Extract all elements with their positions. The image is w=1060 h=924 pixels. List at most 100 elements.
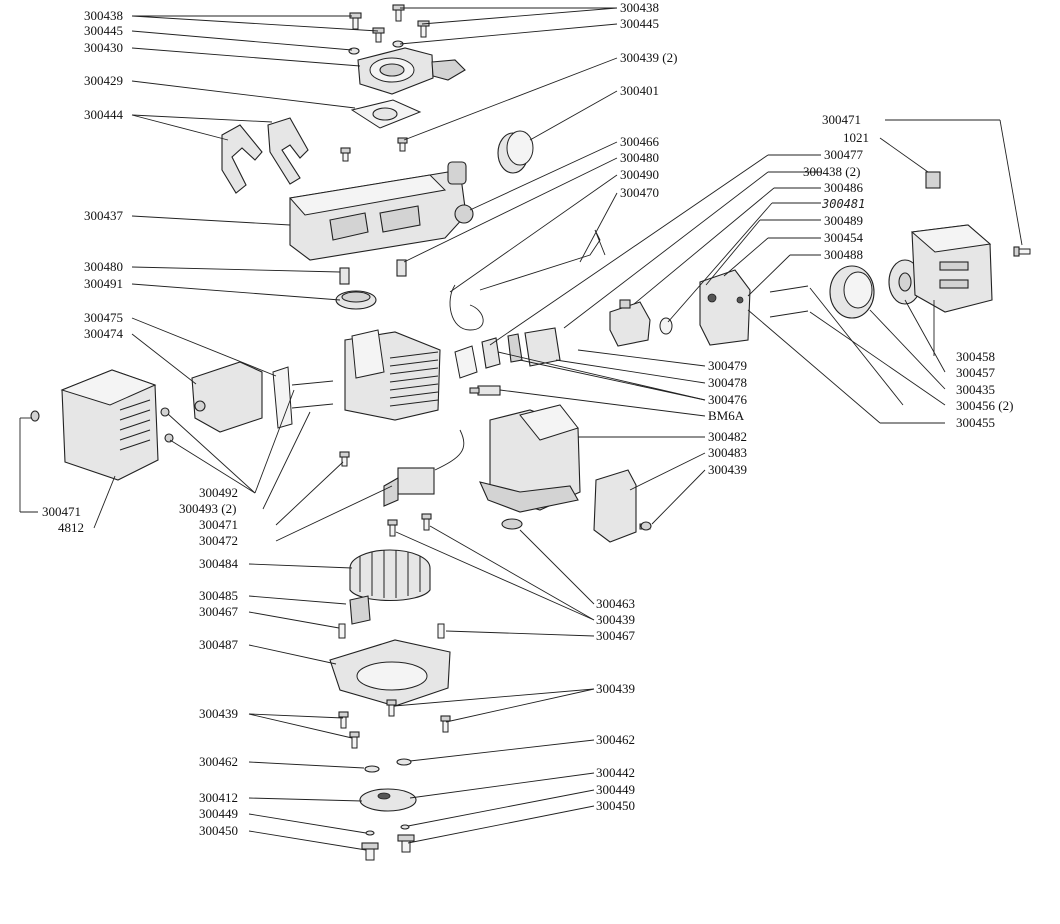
parts-drawings	[30, 4, 1031, 861]
label-300480-right: 300480	[620, 150, 659, 165]
label-300429: 300429	[84, 73, 123, 88]
screw-300439-right	[397, 137, 408, 152]
label-300437: 300437	[84, 208, 124, 223]
spark-plug	[469, 385, 501, 396]
label-300466: 300466	[620, 134, 660, 149]
label-300438-left: 300438	[84, 8, 123, 23]
label-300449-left: 300449	[199, 806, 238, 821]
pin-left	[338, 623, 346, 639]
grommet	[454, 204, 474, 224]
washer-300449-right	[400, 824, 410, 830]
stud-lower	[291, 403, 334, 409]
label-300479: 300479	[708, 358, 747, 373]
leader-lines	[19, 7, 1023, 851]
strap-left	[221, 124, 263, 194]
washer-300462-left	[364, 765, 380, 773]
label-300458: 300458	[956, 349, 995, 364]
spacer-right	[396, 259, 407, 277]
screw-300438-top-left	[349, 12, 362, 30]
ignition-coil	[383, 429, 465, 507]
label-300470: 300470	[620, 185, 659, 200]
label-300493: 300493 (2)	[179, 501, 236, 516]
fuel-cap	[497, 130, 534, 174]
label-300471-right: 300471	[822, 112, 861, 127]
label-300482: 300482	[708, 429, 747, 444]
label-300438-2: 300438 (2)	[803, 164, 860, 179]
screw-300471-left	[30, 410, 40, 422]
washer-300430	[348, 47, 360, 55]
fuel-tank	[289, 161, 467, 261]
label-300444: 300444	[84, 107, 124, 122]
bolt-300450-right	[397, 834, 415, 853]
screw-pair-300439	[387, 513, 432, 537]
air-filter-cover	[910, 224, 993, 313]
screw-300439-left	[340, 147, 351, 162]
label-300486: 300486	[824, 180, 864, 195]
label-300483: 300483	[708, 445, 747, 460]
label-300439-2: 300439 (2)	[620, 50, 677, 65]
label-300467-right: 300467	[596, 628, 636, 643]
label-bm6a: BM6A	[708, 408, 745, 423]
screw-300471-right	[1013, 246, 1031, 257]
label-300449-right: 300449	[596, 782, 635, 797]
screws-300439-lower	[338, 699, 451, 749]
air-filter-plate	[699, 269, 751, 346]
label-300454: 300454	[824, 230, 864, 245]
spacer-left	[339, 267, 350, 285]
label-300478: 300478	[708, 375, 747, 390]
screw-300445-left	[372, 27, 385, 43]
label-300467-left: 300467	[199, 604, 239, 619]
label-300456: 300456 (2)	[956, 398, 1013, 413]
pin-right	[437, 623, 445, 639]
mounting-base	[359, 788, 417, 812]
label-300439-lower-right: 300439	[596, 681, 635, 696]
fuel-hose	[449, 284, 484, 331]
nut-upper	[160, 407, 170, 417]
nut-lower	[164, 433, 174, 443]
label-300489: 300489	[824, 213, 863, 228]
exhaust-gasket	[272, 366, 293, 429]
engine-cylinder	[344, 329, 441, 421]
label-300445-left: 300445	[84, 23, 123, 38]
screw-300439-side	[639, 521, 652, 531]
flywheel	[349, 549, 431, 602]
washer-300462-right	[396, 758, 412, 766]
label-300492: 300492	[199, 485, 238, 500]
label-4812: 4812	[58, 520, 84, 535]
label-300401: 300401	[620, 83, 659, 98]
strap-right	[267, 117, 309, 185]
label-300439-mid-right: 300439	[596, 612, 635, 627]
screw-300472	[339, 451, 350, 467]
stud-upper	[291, 380, 334, 386]
long-screws	[769, 285, 809, 318]
label-300488: 300488	[824, 247, 863, 262]
label-300475: 300475	[84, 310, 123, 325]
label-300450-left: 300450	[199, 823, 238, 838]
filter-ring	[335, 290, 377, 310]
label-300438-right: 300438	[620, 0, 659, 15]
cover-plate	[593, 469, 637, 543]
label-300457: 300457	[956, 365, 996, 380]
label-300439-lower-left: 300439	[199, 706, 238, 721]
label-300485: 300485	[199, 588, 238, 603]
label-1021: 1021	[843, 130, 869, 145]
crankcase-cover	[329, 639, 451, 707]
bolt-300450-left	[361, 842, 379, 861]
label-300474: 300474	[84, 326, 124, 341]
label-300476: 300476	[708, 392, 748, 407]
label-300487: 300487	[199, 637, 239, 652]
air-filter-element	[829, 265, 875, 319]
label-300463: 300463	[596, 596, 635, 611]
gasket	[350, 99, 422, 129]
part-labels: 300438 300445 300430 300429 300444 30043…	[42, 0, 1013, 838]
label-300472: 300472	[199, 533, 238, 548]
fuel-line	[479, 229, 606, 291]
washer-300449-left	[365, 830, 375, 836]
screw-300438-top-mid	[392, 4, 405, 22]
label-300484: 300484	[199, 556, 239, 571]
label-300462-right: 300462	[596, 732, 635, 747]
label-300477: 300477	[824, 147, 864, 162]
carburetor-gaskets	[454, 327, 561, 379]
label-300435: 300435	[956, 382, 995, 397]
